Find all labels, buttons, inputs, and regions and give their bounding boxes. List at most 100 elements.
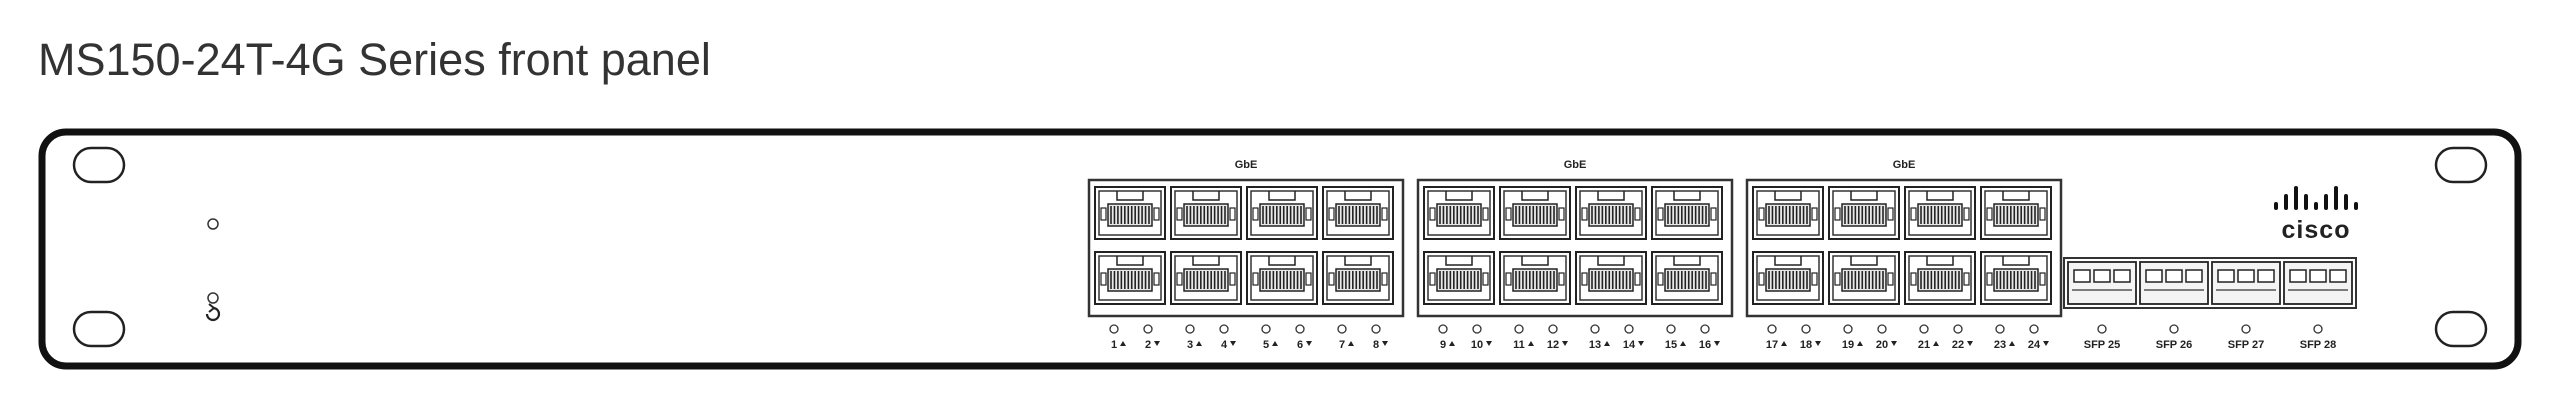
rj45-port-3[interactable] (1170, 186, 1242, 240)
reset-icon[interactable] (205, 303, 221, 322)
port-led-icon (1261, 324, 1271, 334)
port-led-icon (1767, 324, 1777, 334)
rj45-port-6[interactable] (1246, 251, 1318, 305)
port-group: GbE (1745, 159, 2063, 318)
rj45-port-7[interactable] (1322, 186, 1394, 240)
rj45-port-8[interactable] (1322, 251, 1394, 305)
port-label: 18 (1800, 339, 1812, 351)
mounting-slot-bottom-right (2434, 310, 2488, 348)
port-label: 20 (1876, 339, 1888, 351)
page-title: MS150-24T-4G Series front panel (38, 34, 711, 85)
port-led-icon (1548, 324, 1558, 334)
port-led-icon (1337, 324, 1347, 334)
logo-bar (2324, 194, 2328, 210)
reset-led-icon (207, 292, 219, 304)
port-led-icon (1801, 324, 1811, 334)
arrow-up-icon (1449, 341, 1455, 346)
rj45-port-19[interactable] (1828, 186, 1900, 240)
logo-text: cisco (2282, 216, 2351, 244)
port-label: 8 (1373, 339, 1379, 351)
port-led-icon (1438, 324, 1448, 334)
port-led-icon (1995, 324, 2005, 334)
port-label: 16 (1699, 339, 1711, 351)
port-led-icon (1666, 324, 1676, 334)
sfp-led-icon (2169, 324, 2179, 334)
rj45-port-1[interactable] (1094, 186, 1166, 240)
arrow-down-icon (1815, 341, 1821, 346)
sfp-label: SFP 25 (2084, 339, 2121, 351)
port-label: 17 (1766, 339, 1778, 351)
rj45-port-18[interactable] (1752, 251, 1824, 305)
port-label: 3 (1187, 339, 1193, 351)
port-led-icon (1219, 324, 1229, 334)
cisco-logo-icon: cisco (2274, 186, 2358, 244)
arrow-up-icon (1196, 341, 1202, 346)
port-led-icon (1472, 324, 1482, 334)
arrow-down-icon (1230, 341, 1236, 346)
port-label: 15 (1665, 339, 1677, 351)
rj45-port-15[interactable] (1651, 186, 1723, 240)
port-label: 1 (1111, 339, 1117, 351)
port-label: 19 (1842, 339, 1854, 351)
sfp-port[interactable] (2211, 261, 2281, 305)
rj45-port-22[interactable] (1904, 251, 1976, 305)
arrow-up-icon (1857, 341, 1863, 346)
port-group: GbE (1087, 159, 1405, 318)
rj45-port-20[interactable] (1828, 251, 1900, 305)
group-label: GbE (1893, 159, 1916, 171)
sfp-led-icon (2097, 324, 2107, 334)
arrow-down-icon (1967, 341, 1973, 346)
arrow-up-icon (1781, 341, 1787, 346)
arrow-down-icon (1891, 341, 1897, 346)
rj45-port-23[interactable] (1980, 186, 2052, 240)
rj45-port-14[interactable] (1575, 251, 1647, 305)
arrow-up-icon (1933, 341, 1939, 346)
rj45-port-21[interactable] (1904, 186, 1976, 240)
sfp-label: SFP 26 (2156, 339, 2193, 351)
port-label: 9 (1440, 339, 1446, 351)
rj45-port-13[interactable] (1575, 186, 1647, 240)
sfp-port[interactable] (2283, 261, 2353, 305)
arrow-up-icon (1348, 341, 1354, 346)
port-led-icon (1843, 324, 1853, 334)
rj45-port-2[interactable] (1094, 251, 1166, 305)
arrow-down-icon (1154, 341, 1160, 346)
port-led-icon (1953, 324, 1963, 334)
port-label: 21 (1918, 339, 1930, 351)
group-label: GbE (1564, 159, 1587, 171)
arrow-up-icon (1604, 341, 1610, 346)
port-led-icon (1919, 324, 1929, 334)
rj45-port-4[interactable] (1170, 251, 1242, 305)
port-label: 2 (1145, 339, 1151, 351)
port-led-icon (1371, 324, 1381, 334)
port-label: 23 (1994, 339, 2006, 351)
logo-bar (2344, 194, 2348, 210)
rj45-port-12[interactable] (1499, 251, 1571, 305)
arrow-up-icon (1120, 341, 1126, 346)
arrow-up-icon (1680, 341, 1686, 346)
sfp-label: SFP 27 (2228, 339, 2265, 351)
sfp-port[interactable] (2067, 261, 2137, 305)
arrow-up-icon (2009, 341, 2015, 346)
logo-bar (2274, 202, 2278, 210)
port-led-icon (1143, 324, 1153, 334)
port-label: 14 (1623, 339, 1636, 351)
rj45-port-9[interactable] (1423, 186, 1495, 240)
logo-bar (2354, 202, 2358, 210)
rj45-port-17[interactable] (1752, 186, 1824, 240)
group-label: GbE (1235, 159, 1258, 171)
rj45-port-5[interactable] (1246, 186, 1318, 240)
port-label: 12 (1547, 339, 1559, 351)
port-label: 24 (2028, 339, 2041, 351)
port-label: 13 (1589, 339, 1601, 351)
rj45-port-10[interactable] (1423, 251, 1495, 305)
arrow-down-icon (1382, 341, 1388, 346)
logo-bar (2304, 194, 2308, 210)
sfp-port[interactable] (2139, 261, 2209, 305)
mounting-slot-top-right (2434, 146, 2488, 184)
logo-bar (2284, 194, 2288, 210)
port-led-icon (1185, 324, 1195, 334)
rj45-port-24[interactable] (1980, 251, 2052, 305)
rj45-port-16[interactable] (1651, 251, 1723, 305)
rj45-port-11[interactable] (1499, 186, 1571, 240)
